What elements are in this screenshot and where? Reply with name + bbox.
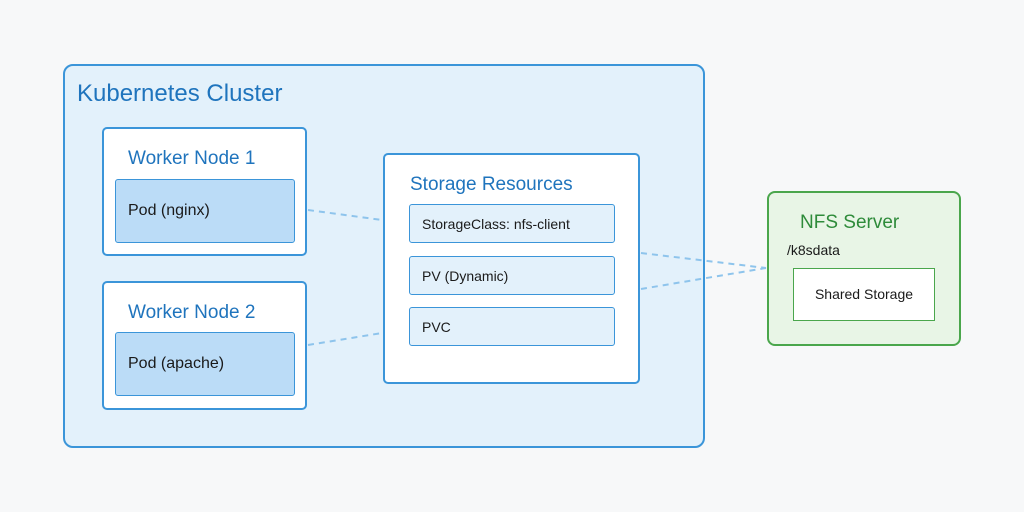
shared-storage-label: Shared Storage <box>814 286 914 302</box>
nfs-export-path: /k8sdata <box>787 242 840 258</box>
pod-apache-box <box>115 332 295 396</box>
cluster-title: Kubernetes Cluster <box>77 80 283 107</box>
pv-label: PV (Dynamic) <box>422 268 509 284</box>
worker-node-2-title: Worker Node 2 <box>128 302 256 323</box>
pod-nginx-box <box>115 179 295 243</box>
pod-apache-label: Pod (apache) <box>128 355 225 372</box>
pvc-label: PVC <box>422 319 451 335</box>
nfs-server-title: NFS Server <box>800 212 900 233</box>
storageclass-box <box>409 204 615 243</box>
storageclass-label: StorageClass: nfs-client <box>422 216 570 232</box>
pv-box <box>409 256 615 295</box>
storage-resources-title: Storage Resources <box>410 174 573 195</box>
pvc-box <box>409 307 615 346</box>
shared-storage-box <box>793 268 935 321</box>
pod-nginx-label: Pod (nginx) <box>128 202 210 219</box>
worker-node-1-title: Worker Node 1 <box>128 148 256 169</box>
